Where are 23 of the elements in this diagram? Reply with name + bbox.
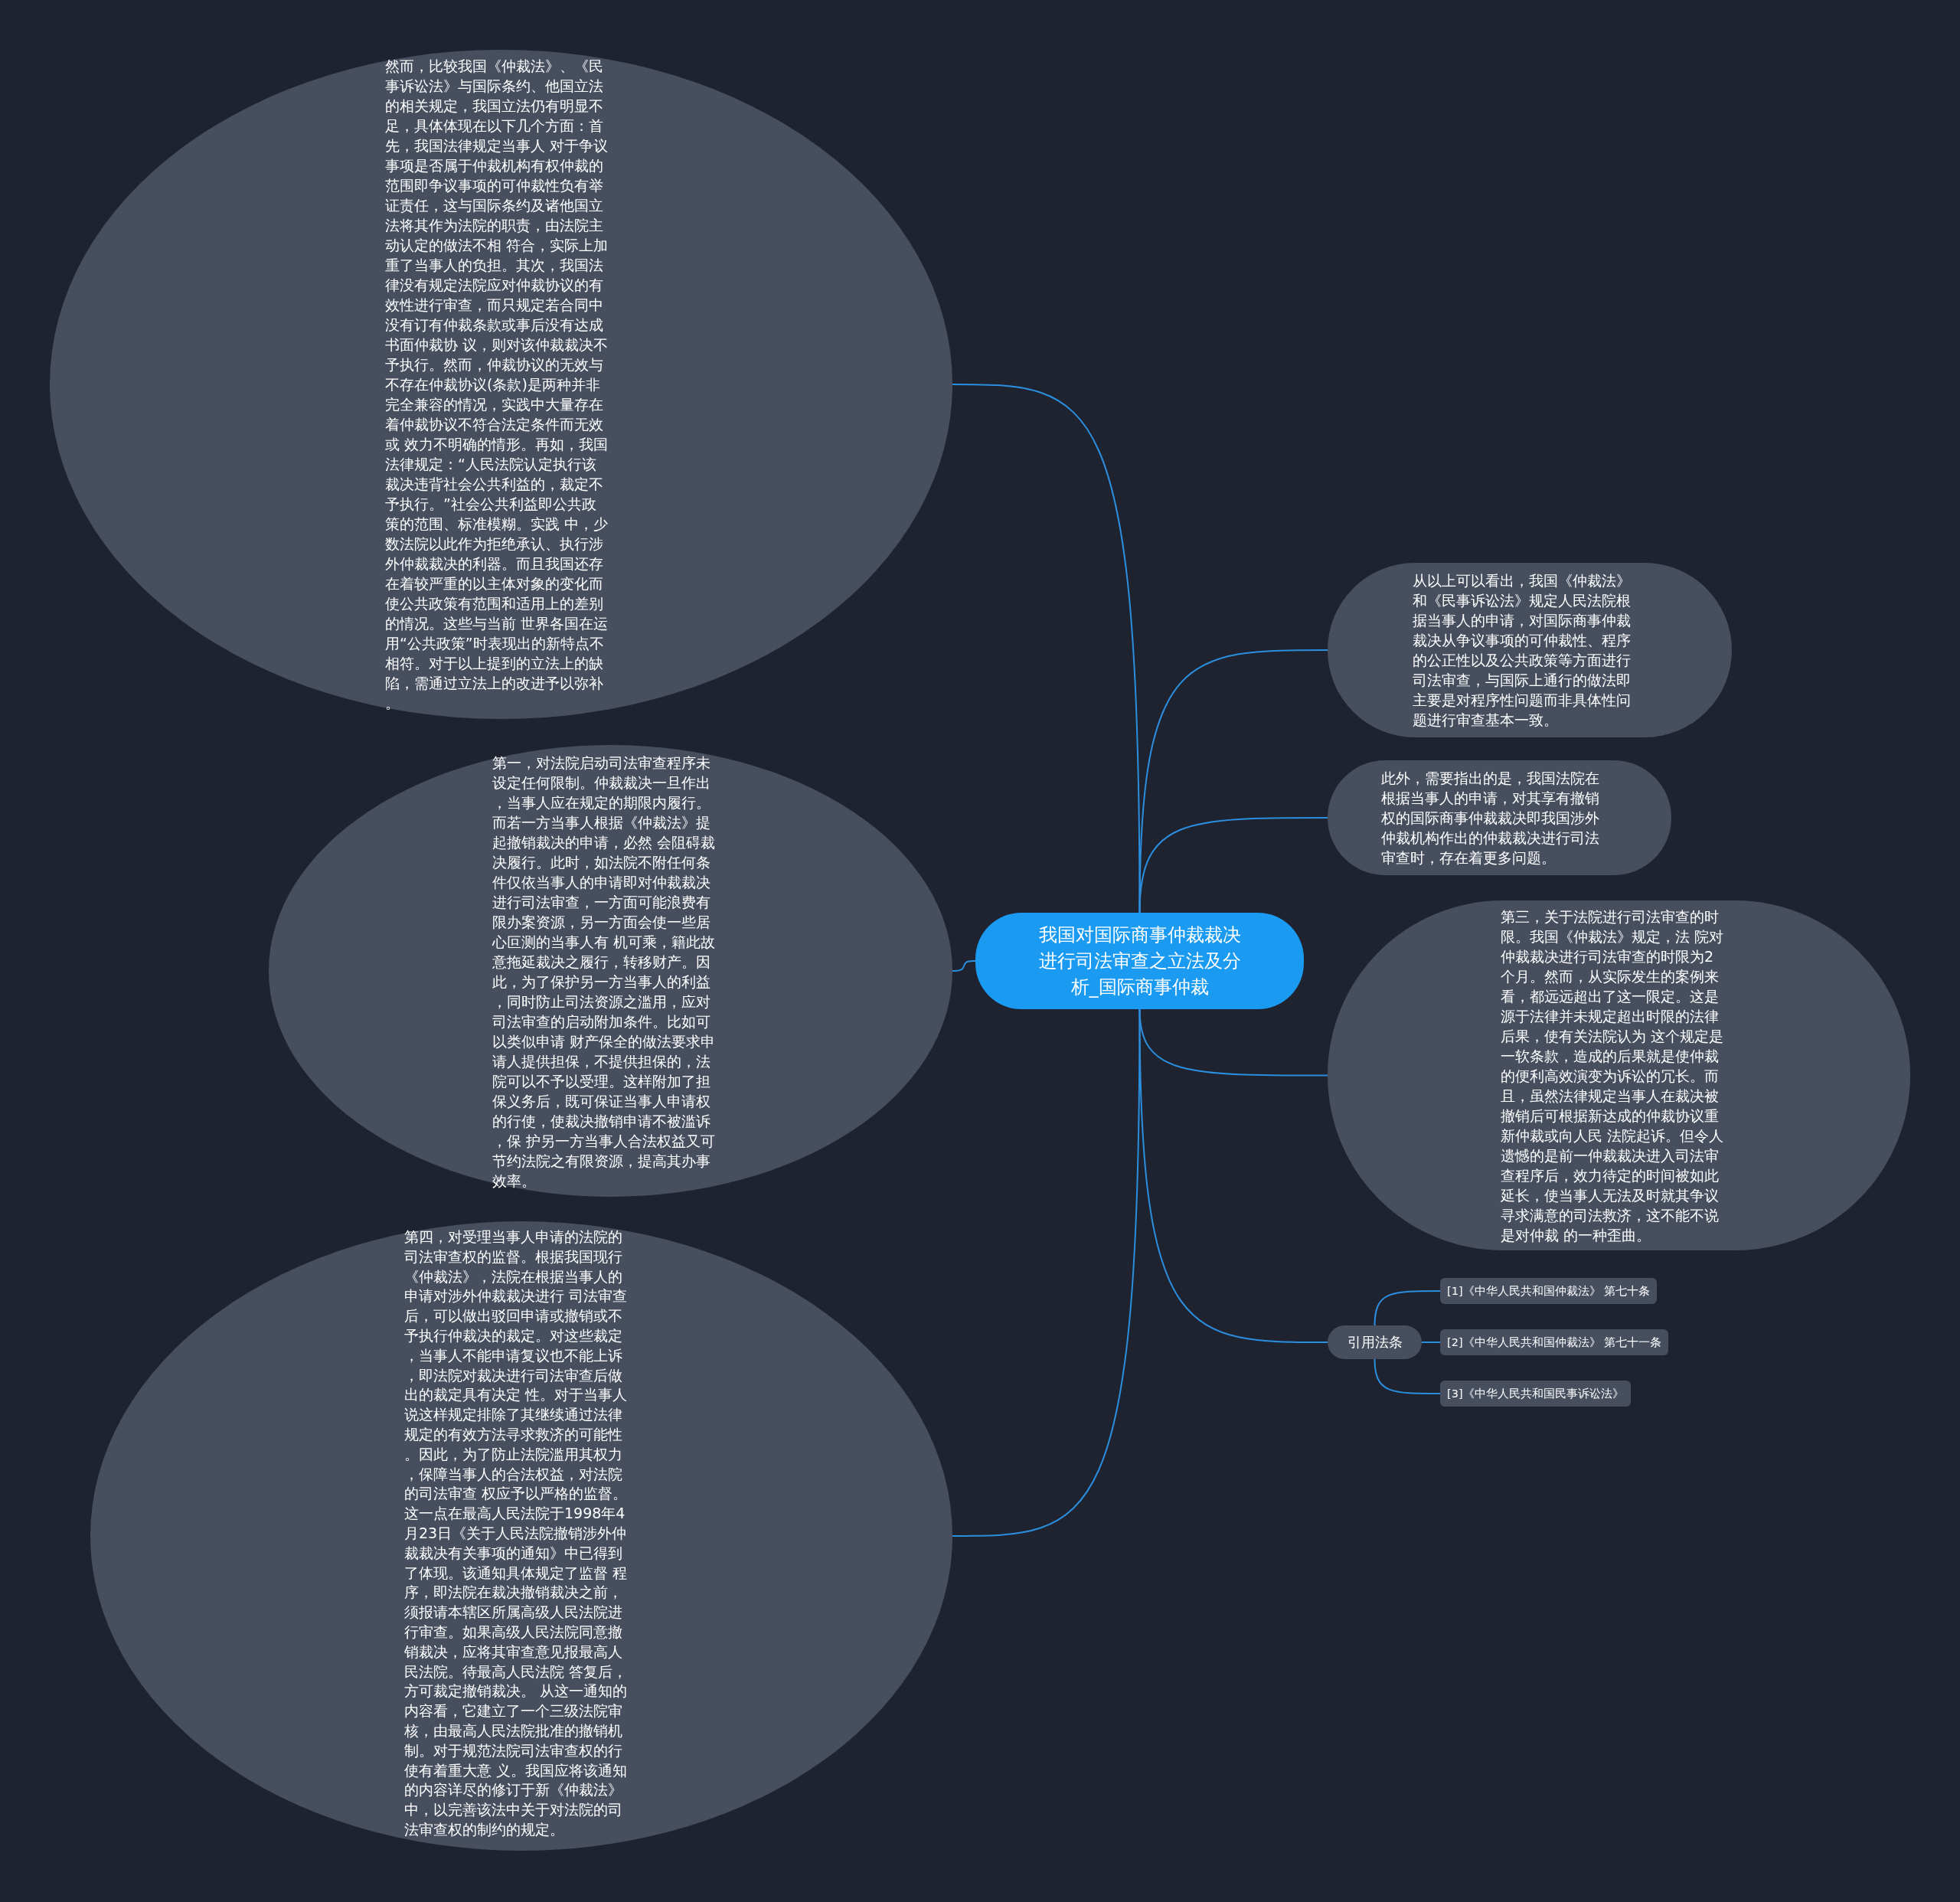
node-text: 引用法条 [1346,1333,1403,1351]
node-text: 从以上可以看出，我国《仲裁法》和《民事诉讼法》规定人民法院根据当事人的申请，对国际商事仲裁裁决从争议事项的可仲裁性、程序的公正性以及公共政策等方面进行司法审查，与国际上通行的做法即主要是对程序性问题而非具体性问题进行审查基本一致。 [1413,571,1632,730]
topic-title: 我国对国际商事仲裁裁决进行司法审查之立法及分析_国际商事仲裁 [1037,923,1242,999]
topic-pill [1328,1325,1422,1359]
connector-line [1138,1008,1328,1343]
connector-line [1138,649,1328,913]
citation-card [1440,1278,1658,1304]
connector-line [952,1008,1141,1537]
citation-card [1440,1329,1669,1355]
connector-line [1374,1290,1441,1326]
node-text: 此外，需要指出的是，我国法院在根据当事人的申请，对其享有撤销权的国际商事仲裁裁决即我国涉外仲裁机构作出的仲裁裁决进行司法审查时，存在着更多问题。 [1381,769,1600,868]
connector-line [952,960,976,972]
connector-line [1374,1358,1441,1394]
citation-card [1440,1381,1631,1407]
node-text: 第一，对法院启动司法审查程序未设定任何限制。仲裁裁决一旦作出，当事人应在规定的期限内履行。而若一方当事人根据《仲裁法》提起撤销裁决的申请，必然 会阻碍裁决履行。此时，如法院不附任何条件仅依当事人的申请即对仲裁裁决进行司法审查，一方面可能浪费有限办案资源，另一方面会使一些居心叵测的当事人有 机可乘，籍此故意拖延裁决之履行，转移财产。因此，为了保护另一方当事人的利益，同时防止司法资源之滥用，应对司法审查的启动附加条件。比如可以类似申请 财产保全的做法要求申请人提供担保，不提供担保的，法院可以不予以受理。这样附加了担保义务后，既可保证当事人申请权的行使，使裁决撤销申请不被滥诉，保 护另一方当事人合法权益又可节约法院之有限资源，提高其办事效率。 [492,753,717,1191]
citation-text: [2]《中华人民共和国仲裁法》 第七十一条 [1446,1335,1663,1350]
connector-line [1138,817,1328,913]
connector-line [1421,1342,1441,1343]
node-text: 然而，比较我国《仲裁法》、《民事诉讼法》与国际条约、他国立法的相关规定，我国立法仍有明显不足，具体体现在以下几个方面：首先，我国法律规定当事人 对于争议事项是否属于仲裁机构有权仲裁的范围即争议事项的可仲裁性负有举证责任，这与国际条约及诸他国立法将其作为法院的职责，由法院主动认定的做法不相 符合，实际上加重了当事人的负担。其次，我国法律没有规定法院应对仲裁协议的有效性进行审查，而只规定若合同中没有订有仲裁条款或事后没有达成书面仲裁协 议，则对该仲裁裁决不予执行。然而，仲裁协议的无效与不存在仲裁协议(条款)是两种并非完全兼容的情况，实践中大量存在着仲裁协议不符合法定条件而无效或 效力不明确的情形。再如，我国法律规定：“人民法院认定执行该裁决违背社会公共利益的，裁定不予执行。”社会公共利益即公共政策的范围、标准模糊。实践 中，少数法院以此作为拒绝承认、执行涉外仲裁裁决的利器。而且我国还存在着较严重的以主体对象的变化而使公共政策有范围和适用上的差别的情况。这些与当前 世界各国在运用“公共政策”时表现出的新特点不相符。对于以上提到的立法上的缺陷，需通过立法上的改进予以弥补。 [385,57,609,713]
node-text: 第三，关于法院进行司法审查的时限。我国《仲裁法》规定，法 院对仲裁裁决进行司法审查的时限为2个月。然而，从实际发生的案例来看，都远远超出了这一限定。这是源于法律并未规定超出时限的法律后果，使有关法院认为 这个规定是一软条款，造成的后果就是使仲裁的便利高效演变为诉讼的冗长。而且，虽然法律规定当事人在裁决被撤销后可根据新达成的仲裁协议重新仲裁或向人民 法院起诉。但令人遗憾的是前一仲裁裁决进入司法审查程序后，效力待定的时间被如此延长，使当事人无法及时就其争议寻求满意的司法救济，这不能不说是对仲裁 的一种歪曲。 [1501,907,1725,1245]
citation-text: [1]《中华人民共和国仲裁法》 第七十条 [1446,1284,1651,1299]
citation-text: [3]《中华人民共和国民事诉讼法》 [1446,1387,1625,1401]
node-text: 第四，对受理当事人申请的法院的司法审查权的监督。根据我国现行《仲裁法》，法院在根据当事人的申请对涉外仲裁裁决进行 司法审查后，可以做出驳回申请或撤销或不予执行仲裁决的裁定。对这些裁定，当事人不能申请复议也不能上诉，即法院对裁决进行司法审查后做出的裁定具有决定 性。对于当事人说这样规定排除了其继续通过法律规定的有效方法寻求救济的可能性。因此，为了防止法院滥用其权力，保障当事人的合法权益，对法院的司法审查 权应予以严格的监督。这一点在最高人民法院于1998年4月23日《关于人民法院撤销涉外仲裁裁决有关事项的通知》中已得到了体现。该通知具体规定了监督 程序，即法院在裁决撤销裁决之前，须报请本辖区所属高级人民法院进行审查。如果高级人民法院同意撤销裁决，应将其审查意见报最高人民法院。待最高人民法院 答复后，方可裁定撤销裁决。 从这一通知的内容看，它建立了一个三级法院审核，由最高人民法院批准的撤销机制。对于规范法院司法审查权的行使有着重大意 义。我国应将该通知的内容详尽的修订于新《仲裁法》中，以完善该法中关于对法院的司法审查权的制约的规定。 [404,1227,629,1839]
